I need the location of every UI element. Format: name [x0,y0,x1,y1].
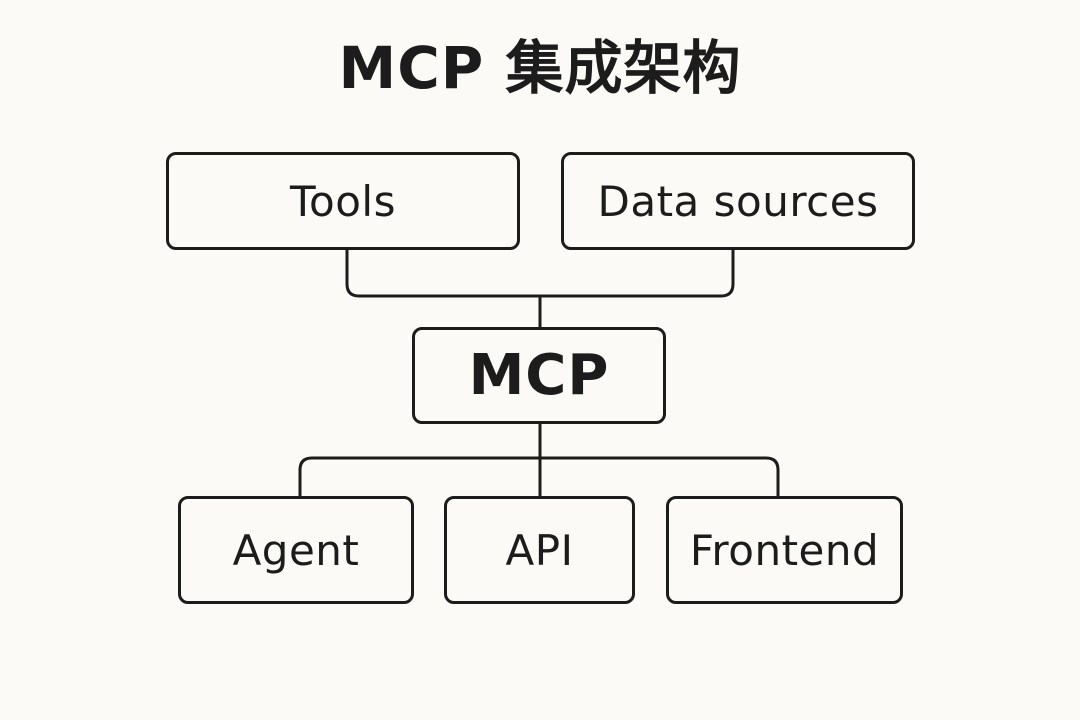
node-tools-label: Tools [290,176,396,226]
node-api: API [444,496,635,604]
node-frontend: Frontend [666,496,903,604]
diagram-title: MCP 集成架构 [338,34,742,102]
node-agent: Agent [178,496,414,604]
node-frontend-label: Frontend [689,525,880,575]
edge-mcp-agent [298,456,542,498]
node-api-label: API [505,525,574,575]
node-mcp: MCP [412,327,666,424]
node-mcp-label: MCP [468,343,610,408]
edge-tools-mcp [345,248,542,298]
node-agent-label: Agent [232,525,360,575]
node-data-sources: Data sources [561,152,915,250]
edge-mcp-frontend [538,456,780,498]
node-data-sources-label: Data sources [597,176,879,226]
node-tools: Tools [166,152,520,250]
edge-data-sources-mcp [538,248,735,298]
